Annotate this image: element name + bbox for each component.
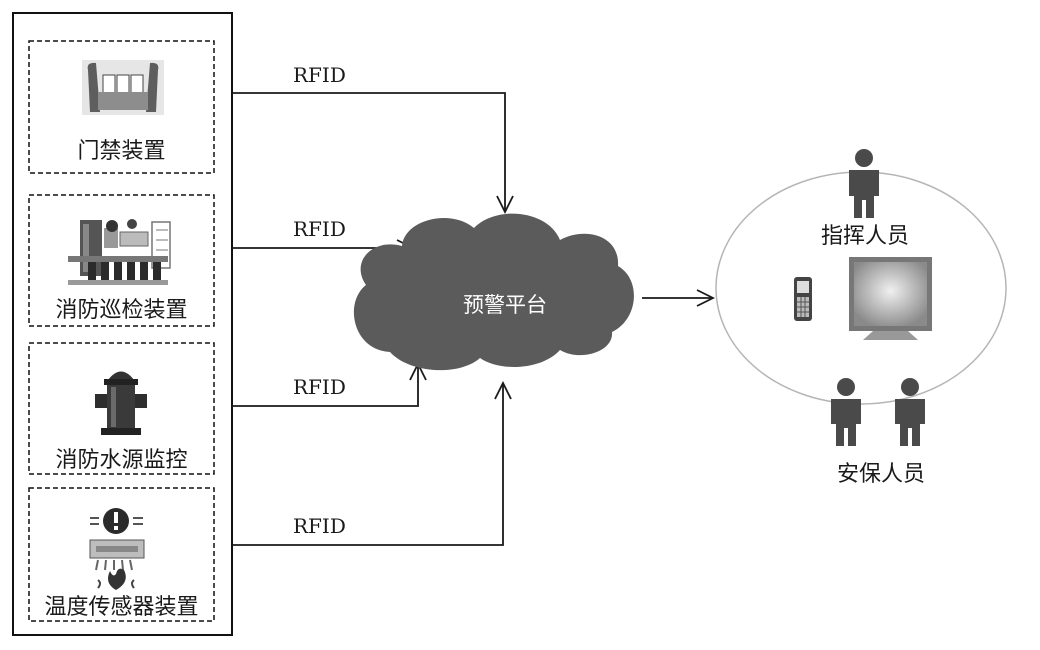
device-box-access [28,40,215,174]
link-label-hydrant: RFID [293,375,346,399]
monitor-icon [849,257,932,340]
security-staff-label: 安保人员 [836,462,925,487]
person-icon-security-1 [831,378,861,446]
connector-access [232,92,505,212]
link-label-access: RFID [293,63,346,87]
link-label-inspection: RFID [293,217,346,241]
turnstile-icon [82,60,164,115]
platform-label: 预警平台 [463,293,547,317]
person-icon-security-2 [895,378,925,446]
person-icon-command [849,149,879,218]
temperature-sensor-icon [89,508,145,590]
mobile-phone-icon [794,277,812,321]
device-box-hydrant [28,342,215,475]
platform-cloud [353,213,634,371]
device-label-inspection: 消防巡检装置 [55,298,188,323]
connector-sensor [232,383,503,546]
device-label-hydrant: 消防水源监控 [55,448,188,473]
fire-inspection-equipment-icon [68,219,171,285]
connector-hydrant [232,364,418,407]
device-panel [12,12,233,636]
device-label-sensor: 温度传感器装置 [44,595,199,620]
device-label-access: 门禁装置 [77,139,166,164]
device-box-inspection [28,194,215,327]
fire-hydrant-icon [95,371,147,435]
link-label-sensor: RFID [293,514,346,538]
device-box-sensor [28,487,215,622]
command-staff-label: 指挥人员 [820,224,909,249]
